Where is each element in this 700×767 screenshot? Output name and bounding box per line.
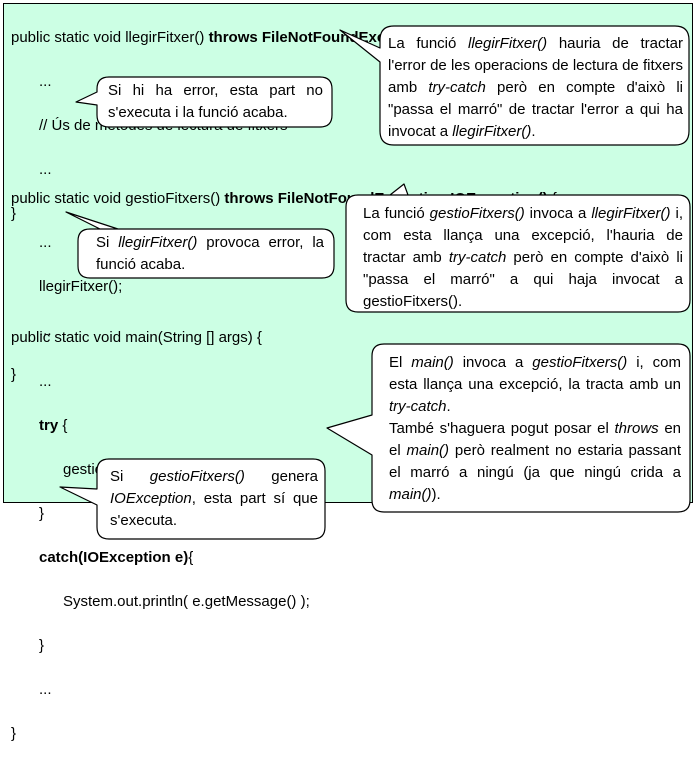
- code-line: ...: [39, 322, 52, 339]
- code-line: }: [39, 637, 45, 654]
- bubble-1-text: La funció llegirFitxer() hauria de tract…: [388, 35, 683, 140]
- bubble-3-text: La funció gestioFitxers() invoca a llegi…: [363, 205, 684, 310]
- code-line: ...: [39, 73, 52, 90]
- bubble-5-text: El main() invoca a gestioFitxers() i, co…: [389, 354, 682, 503]
- code-line: }: [11, 366, 17, 383]
- code-line: }: [11, 205, 17, 222]
- code-line: try {: [39, 417, 68, 434]
- code-line: llegirFitxer();: [39, 278, 123, 295]
- code-line: }: [39, 505, 45, 522]
- bubble-2-text: Si hi ha error, esta part no s'executa i…: [108, 82, 323, 121]
- code-line: catch(IOException e){: [39, 549, 194, 566]
- method-signature: public static void main(String [] args) …: [11, 329, 262, 346]
- code-line: ...: [39, 161, 52, 178]
- code-line: ...: [39, 681, 52, 698]
- bubble-4-text: Si llegirFitxer() provoca error, la func…: [96, 234, 324, 273]
- code-line: ...: [39, 234, 52, 251]
- code-block-main: public static void main(String [] args) …: [11, 305, 310, 767]
- bubble-6-text: Si gestioFitxers() genera IOException, e…: [110, 468, 318, 529]
- code-line: System.out.println( e.getMessage() );: [63, 593, 310, 610]
- code-line: }: [11, 725, 17, 742]
- code-line: ...: [39, 373, 52, 390]
